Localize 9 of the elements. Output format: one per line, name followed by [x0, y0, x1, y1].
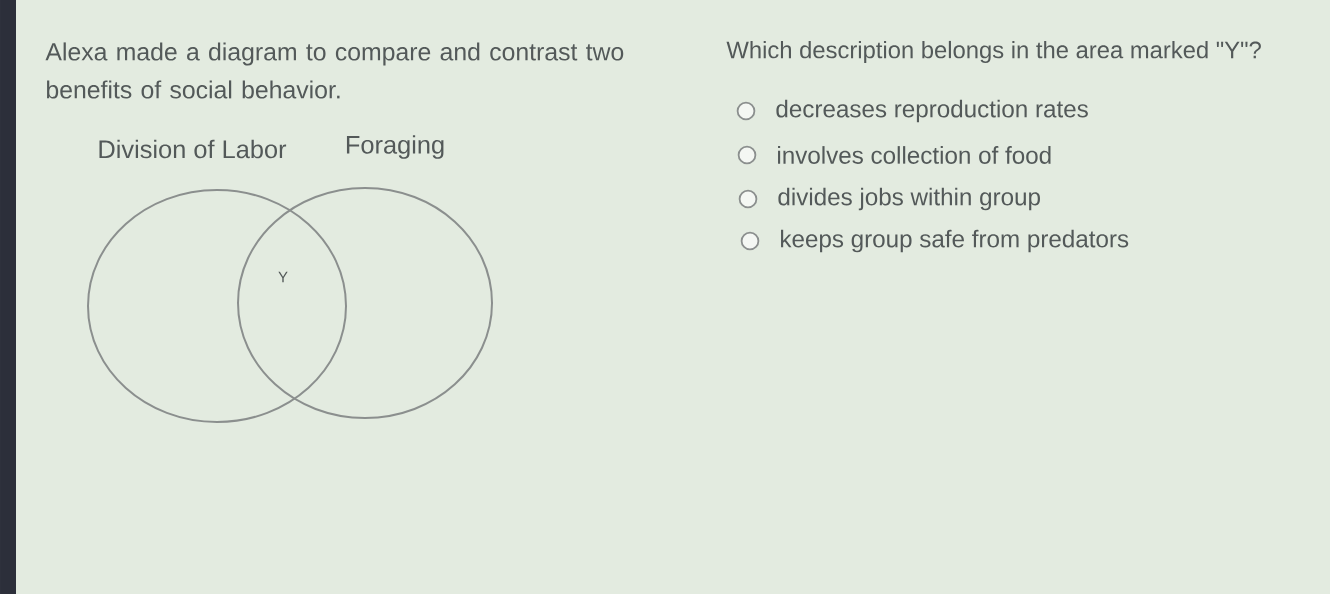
circle-heading: Division of Labor	[99, 139, 287, 159]
question-text: Alexa made a diagram to compare and contrast two benefits of social behavior.	[45, 42, 624, 99]
answer-option: decreases reproduction rates	[776, 99, 1088, 123]
region-letter: Y	[278, 271, 288, 283]
answer-option: keeps group safe from predators	[781, 229, 1129, 253]
circle-heading: Foraging	[346, 135, 444, 159]
answer-option: involves collection of food	[778, 146, 1051, 164]
answer-option: divides jobs within group	[778, 187, 1040, 211]
question-text: Which description belongs in the area marked "Y"?	[726, 40, 1261, 64]
